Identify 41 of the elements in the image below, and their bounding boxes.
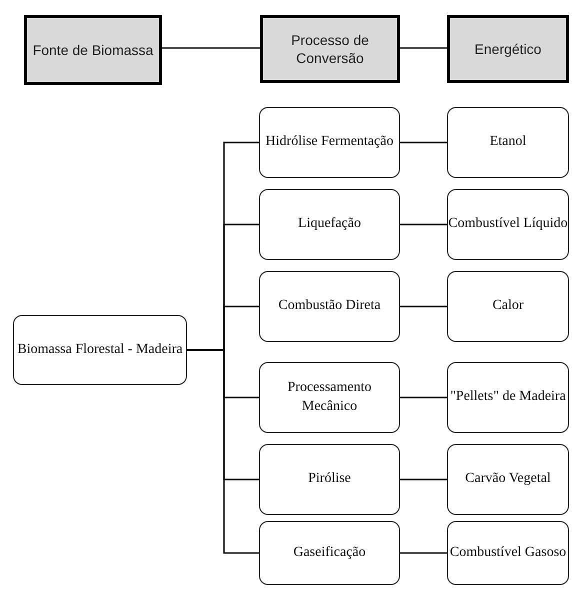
product-header-box: [447, 15, 569, 83]
box-label: Processamento Mecânico: [286, 379, 372, 416]
box-label: Gaseificação: [293, 544, 366, 562]
process-box: [259, 271, 400, 342]
box-label: "Pellets" de Madeira: [450, 388, 566, 406]
box-label: Etanol: [490, 133, 526, 152]
product-box: [447, 189, 569, 260]
connector-line: [400, 224, 447, 226]
product-box: [447, 521, 569, 585]
product-box: [447, 444, 569, 515]
connector-line: [400, 552, 447, 554]
connector-line: [400, 396, 447, 398]
source-box: [13, 315, 187, 385]
connector-line: [400, 306, 447, 308]
box-label: Hidrólise Fermentação: [266, 133, 394, 152]
box-label: Combustível Gasoso: [450, 544, 566, 562]
product-box: [447, 107, 569, 178]
box-label: Liquefação: [298, 215, 361, 234]
box-label: Combustão Direta: [278, 297, 381, 316]
connector-line: [400, 142, 447, 144]
box-label: Processo de Conversão: [290, 30, 370, 68]
connector-line: [400, 478, 447, 480]
box-label: Combustível Líquido: [448, 215, 568, 234]
connector-line: [400, 47, 447, 49]
box-label: Energético: [474, 40, 542, 58]
process-header-box: [260, 15, 400, 83]
product-box: [447, 271, 569, 342]
connector-line: [162, 47, 260, 49]
process-box: [259, 521, 400, 585]
product-box: [447, 362, 569, 433]
source-header-box: [24, 15, 162, 85]
box-label: Pirólise: [308, 470, 351, 488]
box-label: Biomassa Florestal - Madeira: [17, 340, 183, 359]
process-box: [259, 107, 400, 178]
box-label: Fonte de Biomassa: [32, 40, 154, 60]
box-label: Carvão Vegetal: [465, 470, 551, 488]
process-box: [259, 362, 400, 433]
box-label: Calor: [492, 297, 524, 316]
process-box: [259, 444, 400, 515]
connector-line: [187, 349, 259, 554]
process-box: [259, 189, 400, 260]
